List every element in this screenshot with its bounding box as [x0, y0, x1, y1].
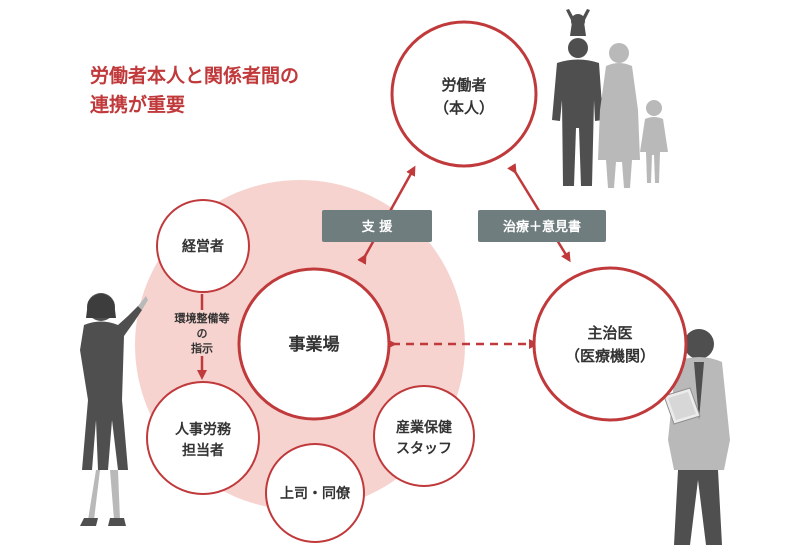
- treatment-tag: 治療＋意見書: [478, 210, 606, 242]
- doctor-sublabel: （医療機関）: [565, 347, 655, 365]
- hr-node: 人事労務 担当者: [146, 381, 260, 495]
- health-staff-node: 産業保健 スタッフ: [373, 385, 475, 487]
- svg-text:経営者: 経営者: [182, 238, 224, 255]
- svg-text:担当者: 担当者: [182, 442, 224, 459]
- instruction-line2: の: [197, 327, 208, 340]
- worker-sublabel: （本人）: [434, 99, 494, 117]
- boss-node: 上司・同僚: [265, 443, 365, 543]
- svg-text:治療＋意見書: 治療＋意見書: [503, 219, 581, 235]
- doctor-label: 主治医: [587, 324, 632, 342]
- businesswoman-silhouette: [80, 293, 148, 526]
- headline-line1: 労働者本人と関係者間の: [90, 64, 299, 87]
- support-tag: 支 援: [322, 210, 432, 242]
- doctor-silhouette: [663, 329, 730, 545]
- headline-line2: 連携が重要: [90, 93, 185, 116]
- svg-text:人事労務: 人事労務: [175, 421, 232, 438]
- svg-text:スタッフ: スタッフ: [396, 441, 452, 457]
- management-node: 経営者: [156, 199, 250, 293]
- svg-text:上司・同僚: 上司・同僚: [280, 485, 351, 502]
- svg-text:産業保健: 産業保健: [396, 419, 452, 436]
- family-silhouette: [552, 9, 668, 188]
- worker-node: 労働者 （本人）: [390, 20, 538, 168]
- doctor-node: 主治医 （医療機関）: [532, 266, 688, 422]
- workplace-node: 事業場: [237, 267, 391, 421]
- instruction-line1: 環境整備等: [175, 311, 230, 325]
- instruction-line3: 指示: [191, 341, 213, 355]
- worker-label: 労働者: [441, 76, 486, 94]
- workplace-label: 事業場: [289, 334, 340, 355]
- svg-text:支 援: 支 援: [361, 219, 394, 235]
